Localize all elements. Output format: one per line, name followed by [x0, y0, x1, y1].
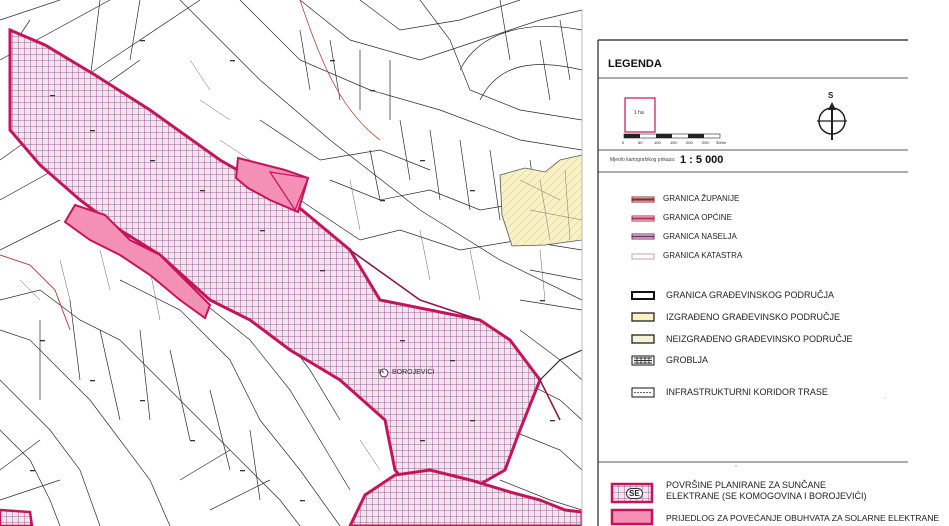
- legend-item-izgradjeno: IZGRAĐENO GRAĐEVINSKO PODRUČJE: [666, 312, 841, 322]
- legend-item-suncane-1: POVRŠINE PLANIRANE ZA SUNČANE: [666, 480, 827, 490]
- legend-item-suncane-2: ELEKTRANE (SE KOMOGOVINA I BOROJEVIĆI): [666, 491, 867, 501]
- scale-tick-0: 0: [622, 140, 625, 145]
- scale-tick-3: 150: [670, 140, 677, 145]
- proposal-zone-west: [63, 203, 212, 320]
- scale-tick-4: 200: [686, 140, 693, 145]
- legend-item-koridor: INFRASTRUKTURNI KORIDOR TRASE: [666, 387, 828, 397]
- legend-item-groblja: GROBLJA: [666, 355, 709, 365]
- scale-tick-5: 250: [702, 140, 709, 145]
- legend-item-katastar: GRANICA KATASTRA: [663, 251, 743, 260]
- scale-value: 1 : 5 000: [680, 154, 724, 166]
- north-arrow-icon: [817, 102, 847, 140]
- scale-tick-6: 300m: [716, 140, 727, 145]
- settlement-marker: [379, 368, 389, 378]
- legend-se-badge: SE: [626, 488, 643, 499]
- legend-symbols: [610, 196, 655, 526]
- hectare-box-label: 1 ha: [634, 110, 644, 116]
- legend-item-naselje: GRANICA NASELJA: [663, 232, 737, 241]
- scale-caption: Mjerilo kartografskog prikaza:: [610, 157, 676, 163]
- scale-bar: [623, 133, 721, 139]
- legend-item-opcina: GRANICA OPĆINE: [663, 213, 732, 222]
- yellow-building-zone: [499, 154, 582, 247]
- legend-panel: [597, 39, 908, 526]
- solar-zone-south: [348, 468, 582, 526]
- hectare-box: [624, 97, 656, 133]
- legend-item-neizgradjeno: NEIZGRAĐENO GRAĐEVINSKO PODRUČJE: [666, 334, 853, 344]
- legend-item-zupanija: GRANICA ŽUPANIJE: [663, 194, 740, 203]
- map-se-badge: SE: [378, 369, 385, 375]
- map-place-label: BOROJEVIĆI: [392, 369, 435, 376]
- scale-tick-1: 50: [638, 140, 643, 145]
- parcel-markers: [30, 40, 555, 502]
- north-label: S: [828, 91, 834, 100]
- legend-title: LEGENDA: [608, 58, 662, 70]
- legend-item-gradjevinsko: GRANICA GRAĐEVINSKOG PODRUČJA: [666, 290, 835, 300]
- scale-tick-2: 100: [654, 140, 661, 145]
- proposal-zone-north: [234, 156, 310, 214]
- legend-item-prijedlog: PRIJEDLOG ZA POVEĆANJE OBUHVATA ZA SOLAR…: [666, 513, 940, 523]
